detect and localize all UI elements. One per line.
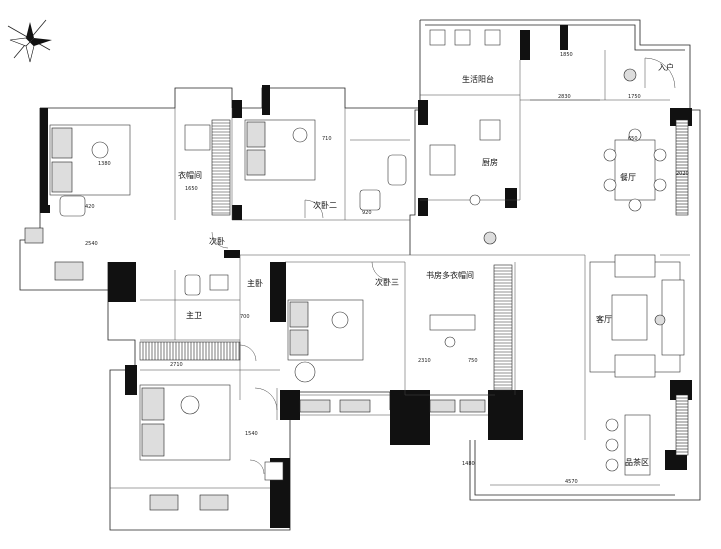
label-kitchen: 厨房 (482, 157, 498, 167)
label-entrance: 入户 (658, 62, 674, 72)
dim-1650: 1650 (185, 186, 198, 192)
compass-icon (7, 19, 52, 63)
partitions (110, 50, 690, 489)
dim-2310: 2310 (418, 358, 431, 364)
dim-2540: 2540 (85, 241, 98, 247)
label-master-bath: 主卫 (186, 310, 202, 320)
walls-outline (19, 19, 701, 531)
dim-920: 920 (362, 210, 372, 216)
dim-2020: 2020 (676, 171, 689, 177)
dim-1850: 1850 (560, 52, 573, 58)
label-second-bed-3: 次卧三 (375, 277, 399, 287)
dim-4570: 4570 (565, 479, 578, 485)
walls-solid (40, 25, 692, 528)
dim-1480: 1480 (462, 461, 475, 467)
dim-710: 710 (322, 136, 332, 142)
dim-1540: 1540 (245, 431, 258, 437)
label-life-balcony: 生活阳台 (462, 74, 494, 84)
label-master-bed: 主卧 (247, 278, 263, 288)
furniture (24, 29, 685, 511)
room-labels: 衣帽间 次卧二 生活阳台 厨房 入户 餐厅 次卧 主卧 主卫 次卧三 书房多衣帽… (178, 62, 674, 467)
dim-650: 650 (628, 136, 638, 142)
dim-700: 700 (240, 314, 250, 320)
dim-2830: 2830 (558, 94, 571, 100)
wardrobe-hatch (139, 119, 689, 456)
label-tea-area: 品茶区 (625, 457, 649, 467)
label-dining: 餐厅 (620, 173, 636, 182)
dim-750: 750 (468, 358, 478, 364)
dim-420: 420 (85, 204, 95, 210)
label-wardrobe-1: 衣帽间 (178, 170, 202, 180)
dim-2710: 2710 (170, 362, 183, 368)
door-swings (211, 57, 676, 475)
dimensions: 1850 2830 1750 2020 4570 1380 710 1650 9… (85, 52, 689, 486)
label-living: 客厅 (596, 314, 612, 324)
label-study: 书房多衣帽间 (426, 270, 474, 280)
label-second-bed-2: 次卧二 (313, 200, 337, 210)
label-second-bed-door: 次卧 (209, 236, 225, 246)
dim-1380: 1380 (98, 161, 111, 167)
dim-1750: 1750 (628, 94, 641, 100)
